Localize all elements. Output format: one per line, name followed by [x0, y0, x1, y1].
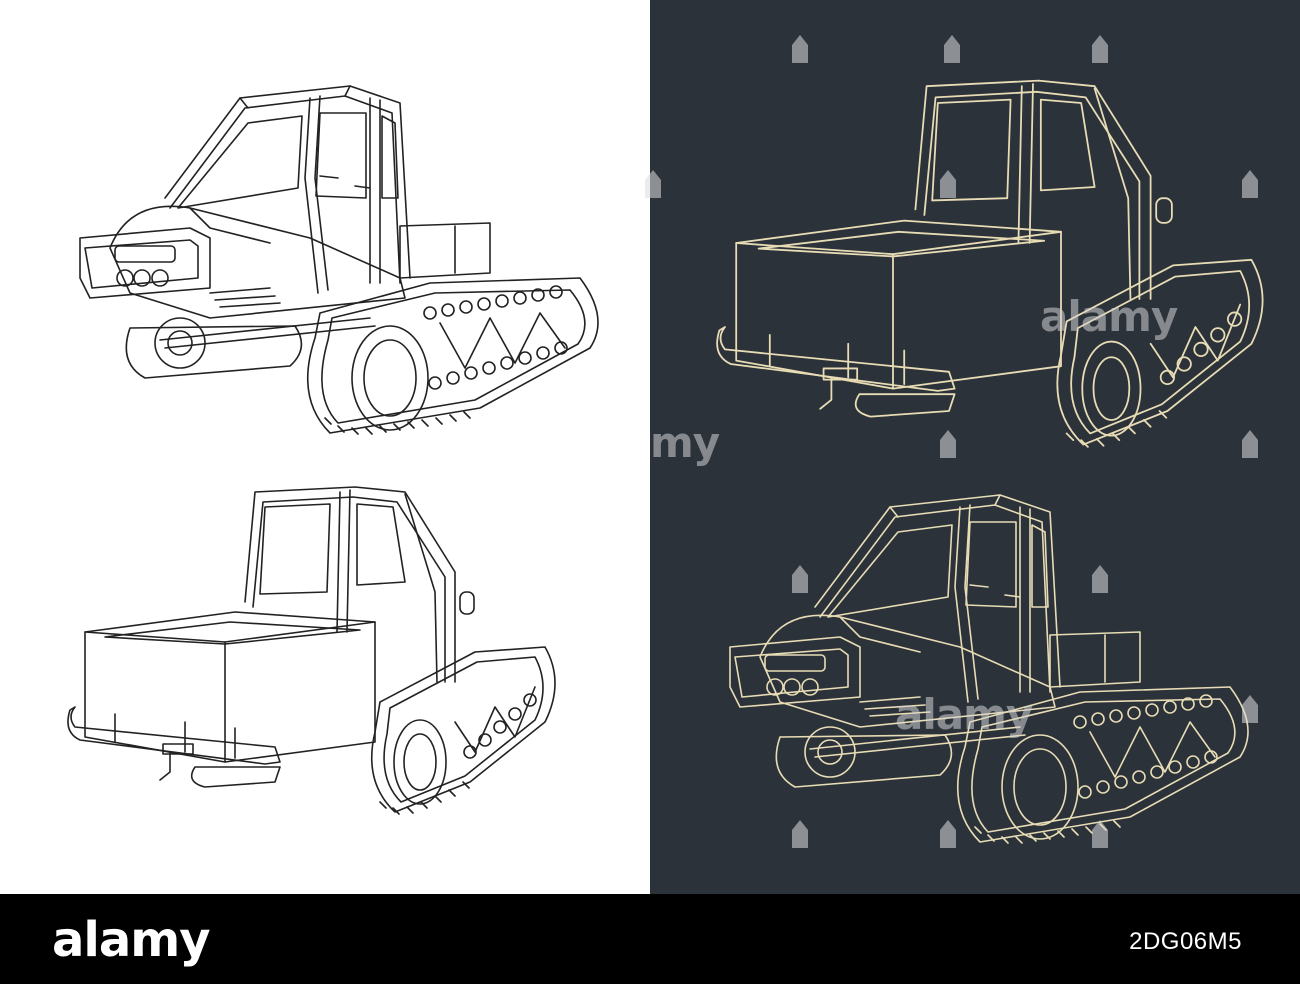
brand-logo[interactable]: alamy: [52, 912, 211, 968]
right-panel-dark: [650, 0, 1300, 894]
watermark-word-lower: alamy: [895, 690, 1033, 739]
image-id: 2DG06M5: [1129, 928, 1242, 955]
vehicle-front-view-light: [79, 85, 599, 435]
vehicle-rear-view-dark: [716, 79, 1264, 448]
left-panel-white: [0, 0, 650, 894]
watermark-fragment: my: [650, 418, 720, 467]
watermark-word: alamy: [1040, 292, 1178, 341]
vehicle-front-view-dark: [729, 494, 1249, 844]
drawings-canvas: [67, 35, 1264, 848]
footer-bar: alamy 2DG06M5: [0, 894, 1300, 984]
watermark-marks: [645, 35, 1258, 848]
vehicle-rear-view-light: [67, 486, 556, 815]
